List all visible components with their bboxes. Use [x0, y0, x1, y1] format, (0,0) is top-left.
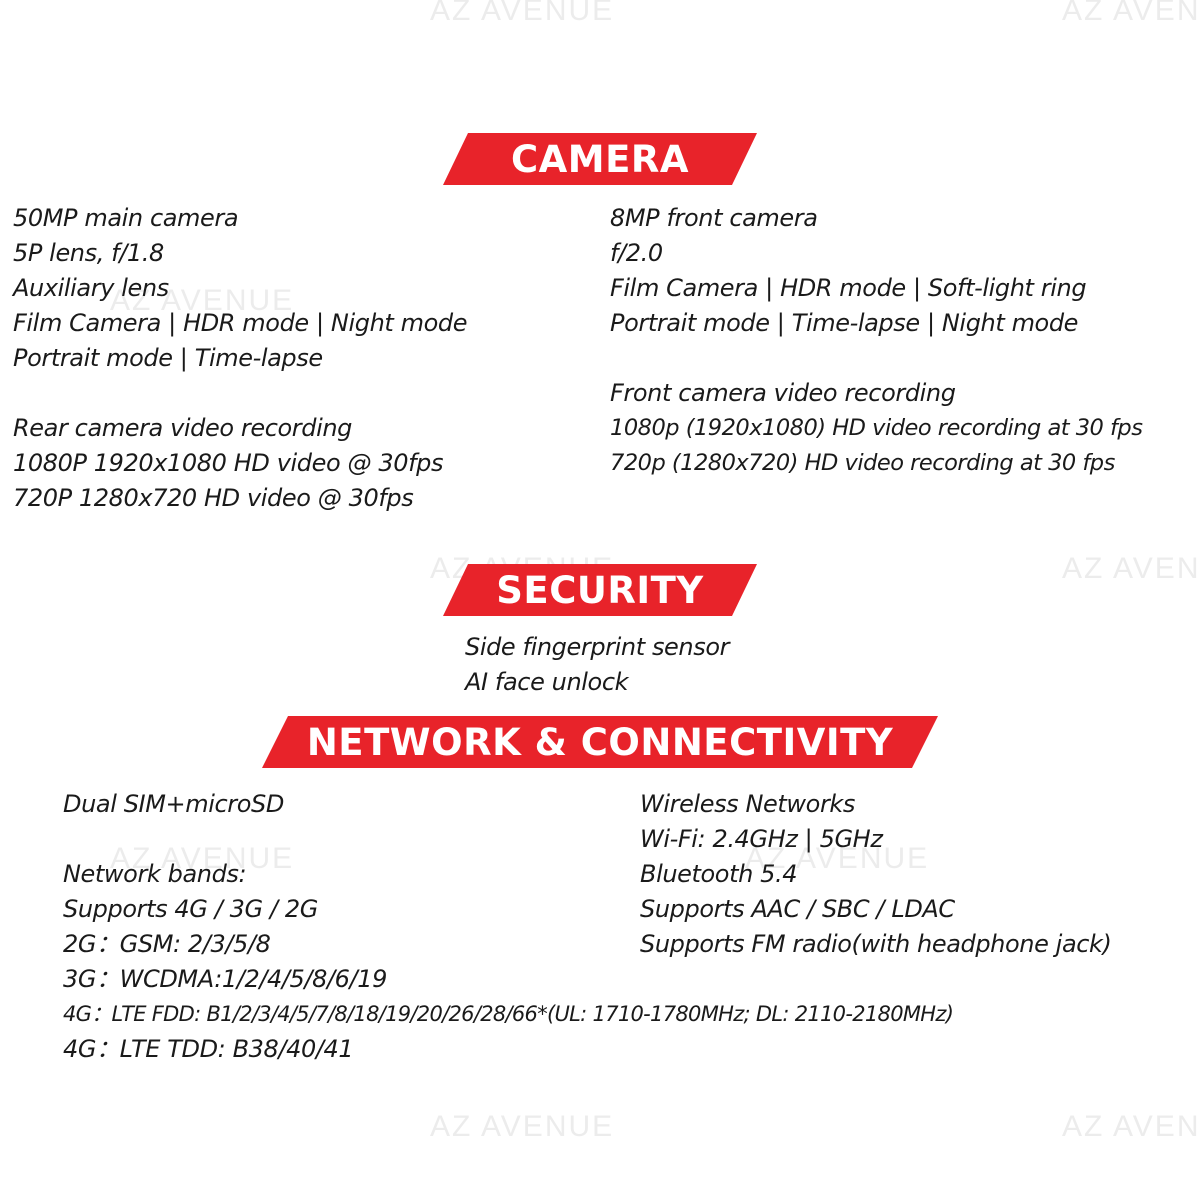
- spec-line: 1080p (1920x1080) HD video recording at …: [610, 415, 1143, 441]
- watermark-text: AZ AVENUE: [430, 1110, 615, 1143]
- spec-line: Rear camera video recording: [13, 414, 353, 442]
- spec-line: Wireless Networks: [640, 790, 856, 818]
- watermark-text: AZ AVENUE: [430, 0, 615, 27]
- wireless-specs: Wireless Networks Wi-Fi: 2.4GHz | 5GHz B…: [640, 787, 1112, 962]
- spec-line: Film Camera | HDR mode | Night mode: [13, 309, 468, 337]
- spec-line: 4G：LTE TDD: B38/40/41: [63, 1035, 354, 1063]
- security-section-banner: SECURITY: [443, 564, 757, 616]
- camera-section-banner: CAMERA: [443, 133, 757, 185]
- network-section-banner: NETWORK & CONNECTIVITY: [262, 716, 938, 768]
- network-section-title: NETWORK & CONNECTIVITY: [306, 720, 894, 764]
- spec-line: 8MP front camera: [610, 204, 818, 232]
- spec-line: 4G：LTE FDD: B1/2/3/4/5/7/8/18/19/20/26/2…: [63, 1002, 954, 1026]
- watermark-text: AZ AVENUE: [110, 842, 295, 875]
- spec-line: Portrait mode | Time-lapse: [13, 344, 323, 372]
- watermark-text: AZ AVENUE: [1062, 552, 1200, 585]
- watermark-text: AZ AVENUE: [745, 842, 930, 875]
- spec-line: Network bands:: [63, 860, 247, 888]
- spec-line: 1080P 1920x1080 HD video @ 30fps: [13, 449, 444, 477]
- spec-line: Film Camera | HDR mode | Soft-light ring: [610, 274, 1087, 302]
- spec-line: Dual SIM+microSD: [63, 790, 284, 818]
- spec-line: Supports 4G / 3G / 2G: [63, 895, 318, 923]
- banner-shape: [443, 564, 757, 616]
- rear-camera-specs: 50MP main camera 5P lens, f/1.8 Auxiliar…: [13, 201, 467, 516]
- front-camera-specs: 8MP front camera f/2.0 Film Camera | HDR…: [610, 201, 1143, 481]
- spec-line: 50MP main camera: [13, 204, 239, 232]
- spec-line: [610, 341, 1142, 376]
- spec-line: Wi-Fi: 2.4GHz | 5GHz: [640, 825, 883, 853]
- spec-line: Auxiliary lens: [13, 274, 169, 302]
- banner-shape: [262, 716, 938, 768]
- spec-line: f/2.0: [610, 239, 663, 267]
- network-bands-specs: Dual SIM+microSD Network bands: Supports…: [63, 787, 954, 1067]
- spec-line: [13, 376, 467, 411]
- spec-line: 2G：GSM: 2/3/5/8: [63, 930, 271, 958]
- spec-line: Front camera video recording: [610, 379, 956, 407]
- spec-line: AI face unlock: [465, 668, 629, 696]
- spec-line: Supports FM radio(with headphone jack): [640, 930, 1112, 958]
- camera-section-title: CAMERA: [510, 137, 689, 181]
- spec-line: Supports AAC / SBC / LDAC: [640, 895, 955, 923]
- spec-line: 5P lens, f/1.8: [13, 239, 164, 267]
- security-section-title: SECURITY: [496, 568, 704, 612]
- watermark-text: AZ AVENUE: [1062, 1110, 1200, 1143]
- banner-shape: [443, 133, 757, 185]
- spec-line: 720P 1280x720 HD video @ 30fps: [13, 484, 414, 512]
- watermark-text: AZ AVENUE: [1062, 0, 1200, 27]
- spec-line: Side fingerprint sensor: [465, 633, 730, 661]
- spec-line: Bluetooth 5.4: [640, 860, 798, 888]
- security-specs: Side fingerprint sensor AI face unlock: [465, 630, 729, 700]
- watermark-text: AZ AVENUE: [110, 284, 295, 317]
- spec-line: 720p (1280x720) HD video recording at 30…: [610, 450, 1115, 476]
- spec-line: 3G：WCDMA:1/2/4/5/8/6/19: [63, 965, 387, 993]
- spec-line: Portrait mode | Time-lapse | Night mode: [610, 309, 1079, 337]
